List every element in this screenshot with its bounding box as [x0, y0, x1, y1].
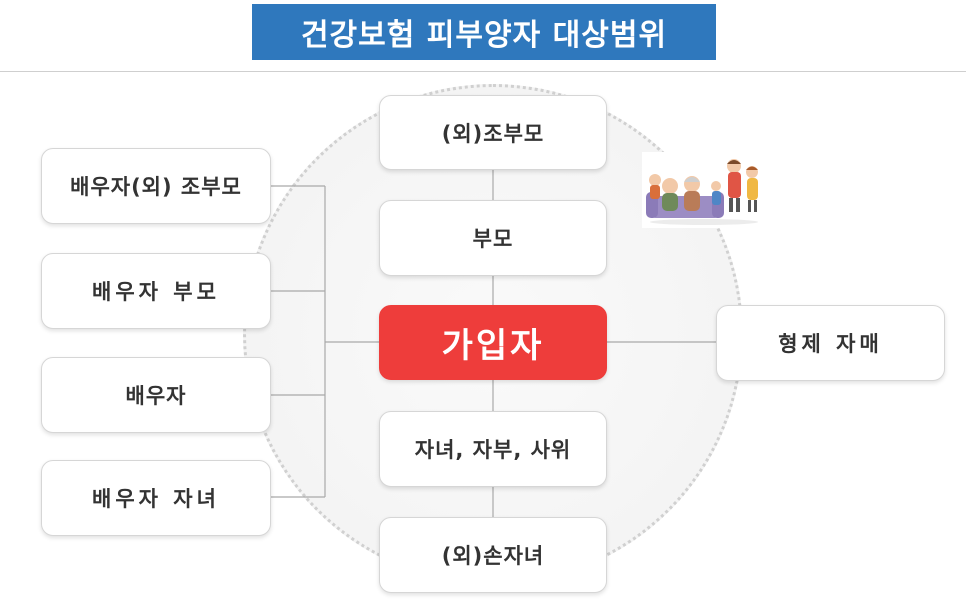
node-children: 자녀, 자부, 사위: [379, 411, 607, 487]
node-parents: 부모: [379, 200, 607, 276]
node-spouse-parents: 배우자 부모: [41, 253, 271, 329]
node-siblings: 형제 자매: [716, 305, 945, 381]
page-title: 건강보험 피부양자 대상범위: [252, 4, 716, 60]
title-divider: [0, 71, 966, 72]
node-spouse-children: 배우자 자녀: [41, 460, 271, 536]
node-spouse-grandparents: 배우자(외) 조부모: [41, 148, 271, 224]
node-grandchildren: (외)손자녀: [379, 517, 607, 593]
node-spouse: 배우자: [41, 357, 271, 433]
node-subscriber: 가입자: [379, 305, 607, 380]
family-illustration: [642, 152, 766, 228]
node-grandparents: (외)조부모: [379, 95, 607, 170]
